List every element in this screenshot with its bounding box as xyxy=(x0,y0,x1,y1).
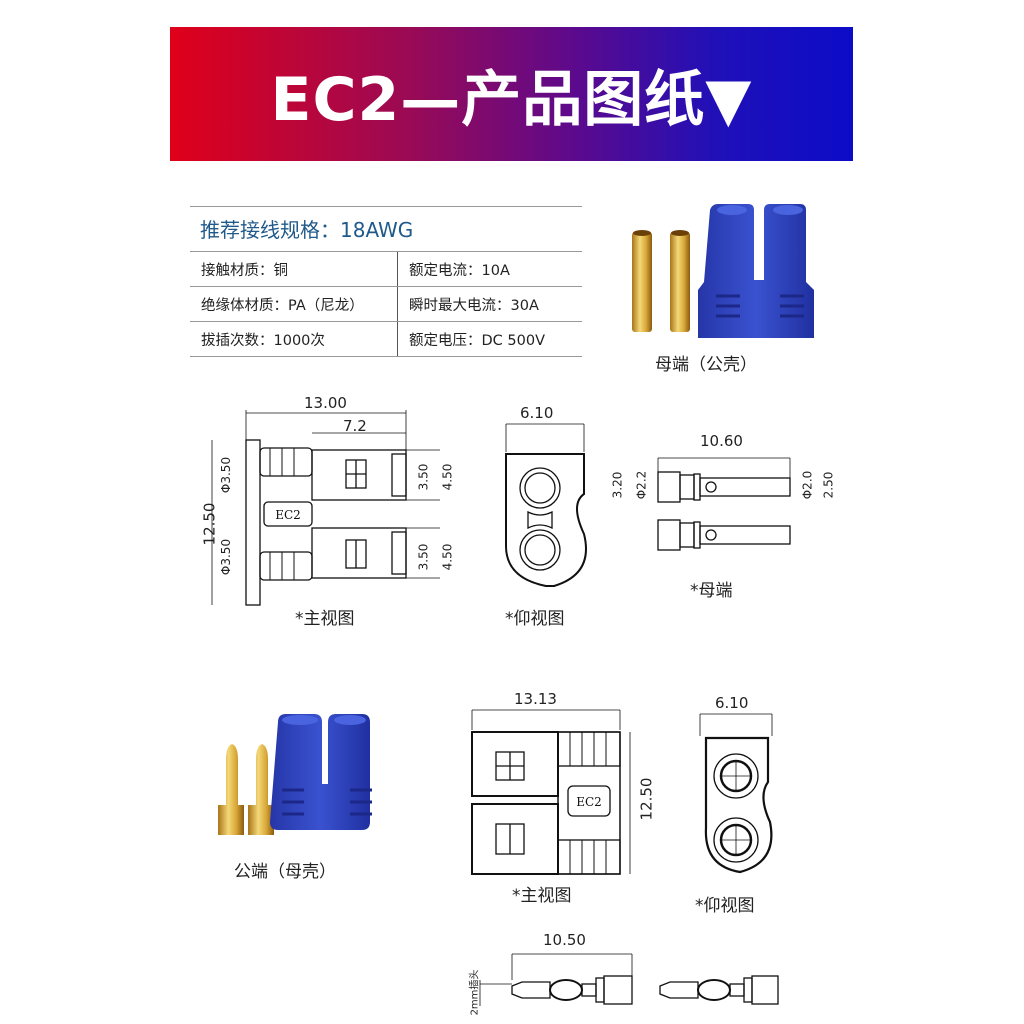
dim-male-pin-length: 10.50 xyxy=(543,931,586,949)
banner-title: EC2—产品图纸▼ xyxy=(270,64,753,135)
spec-table: 推荐接线规格：18AWG 接触材质：铜 额定电流：10A 绝缘体材质：PA（尼龙… xyxy=(190,206,582,357)
female-bottom-caption: *仰视图 xyxy=(505,609,565,629)
spec-row: 拔插次数：1000次 额定电压：DC 500V xyxy=(190,322,582,357)
dim-width-body: 7.2 xyxy=(343,417,367,435)
spec-row: 绝缘体材质：PA（尼龙） 瞬时最大电流：30A xyxy=(190,287,582,322)
dim-male-width: 13.13 xyxy=(514,690,557,708)
dim-male-height: 12.50 xyxy=(637,777,656,821)
male-photo-caption: 公端（母壳） xyxy=(234,862,336,882)
female-pin-drawing xyxy=(657,457,791,551)
female-photo-caption: 母端（公壳） xyxy=(655,355,757,375)
female-front-caption: *主视图 xyxy=(295,609,355,629)
title-banner: EC2—产品图纸▼ xyxy=(170,27,853,161)
female-front-drawing: EC2 xyxy=(211,410,440,606)
front-view-label: EC2 xyxy=(275,508,301,522)
male-bottom-caption: *仰视图 xyxy=(695,896,755,916)
spec-cell: 额定电流：10A xyxy=(409,262,510,279)
male-front-label: EC2 xyxy=(576,795,602,809)
dim-pin-length: 10.60 xyxy=(700,432,743,450)
male-pin-drawing xyxy=(479,953,779,1006)
spec-cell: 绝缘体材质：PA（尼龙） xyxy=(190,287,398,321)
dim-bottom-width: 6.10 xyxy=(520,404,554,422)
dim-width-total: 13.00 xyxy=(304,394,347,412)
dim-male-bottom-width: 6.10 xyxy=(715,694,749,712)
male-bottom-drawing xyxy=(699,713,773,874)
male-front-caption: *主视图 xyxy=(512,886,572,906)
spec-cell: 额定电压：DC 500V xyxy=(409,332,545,349)
male-front-drawing: EC2 xyxy=(471,709,631,875)
dim-pin-outer-left: 3.20 xyxy=(610,471,625,499)
male-connector-photo xyxy=(218,714,372,835)
spec-heading: 推荐接线规格：18AWG xyxy=(190,206,582,252)
female-bottom-drawing xyxy=(505,423,587,587)
spec-cell: 瞬时最大电流：30A xyxy=(409,297,539,314)
spec-row: 接触材质：铜 额定电流：10A xyxy=(190,252,582,287)
female-pin-caption: *母端 xyxy=(690,581,733,601)
spec-cell: 拔插次数：1000次 xyxy=(190,322,398,356)
spec-cell: 接触材质：铜 xyxy=(190,252,398,286)
female-connector-photo xyxy=(632,204,814,338)
